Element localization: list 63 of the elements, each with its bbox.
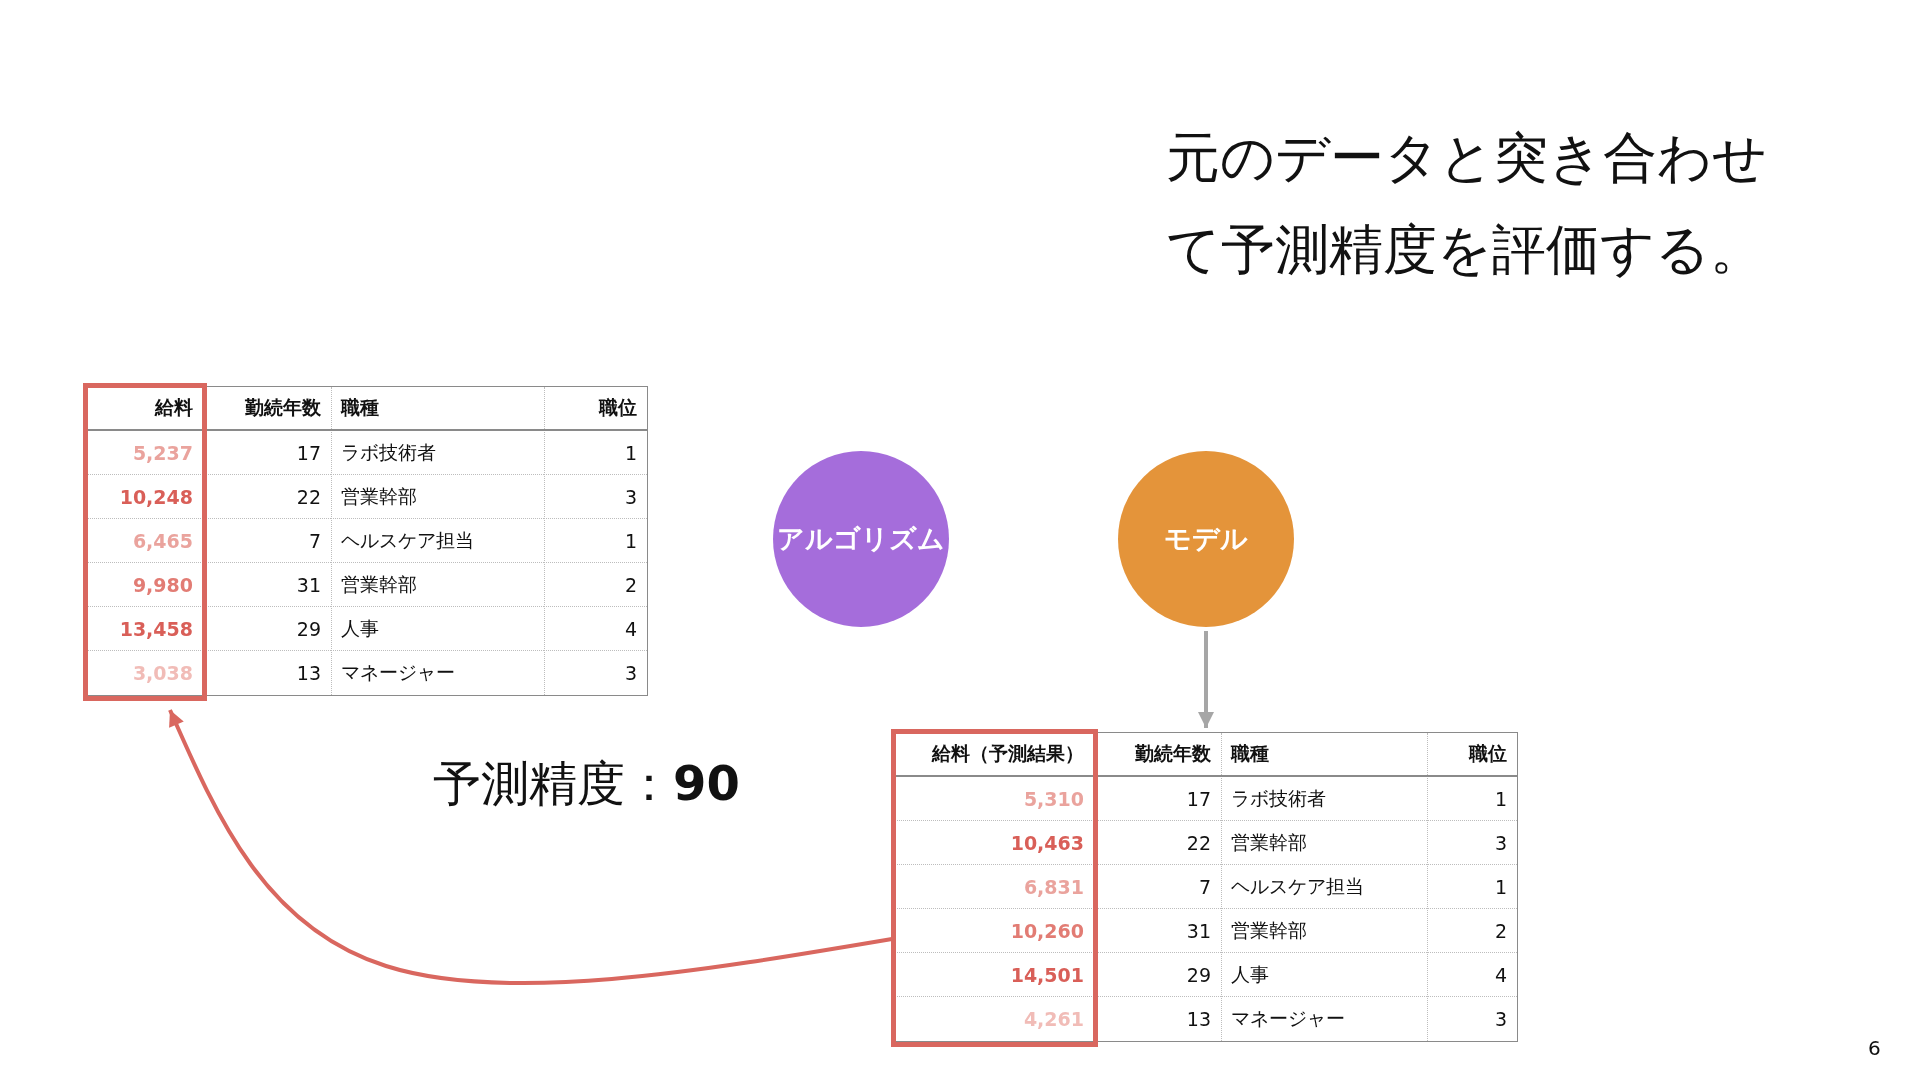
- rank-value: 1: [544, 431, 647, 475]
- page-number: 6: [1868, 1036, 1881, 1060]
- job-title: 営業幹部: [331, 563, 544, 607]
- job-title: マネージャー: [340, 660, 456, 685]
- years-value: 29: [1094, 953, 1221, 997]
- job-title: ラボ技術者: [331, 431, 544, 475]
- column-header: 勤続年数: [203, 387, 331, 431]
- years-value: 22: [1094, 821, 1221, 865]
- years-value: 22: [203, 475, 331, 519]
- salary-value: 5,237: [87, 431, 203, 475]
- salary-value: 14,501: [895, 953, 1094, 997]
- years-value: 29: [203, 607, 331, 651]
- salary-value: 5,310: [895, 777, 1094, 821]
- salary-value: 3,038: [131, 661, 194, 686]
- rank-value: 4: [1427, 953, 1517, 997]
- years-value: 31: [1094, 909, 1221, 953]
- job-title: マネージャー: [1230, 1006, 1346, 1031]
- column-header: 職位: [1427, 733, 1517, 777]
- salary-value: 10,248: [87, 475, 203, 519]
- job-title: 営業幹部: [1221, 909, 1427, 953]
- years-value: 31: [203, 563, 331, 607]
- salary-value: 10,463: [895, 821, 1094, 865]
- salary-value: 10,260: [895, 909, 1094, 953]
- years-value: 7: [1094, 865, 1221, 909]
- rank-value: 1: [1427, 777, 1517, 821]
- rank-value: 1: [544, 519, 647, 563]
- column-header: 給料（予測結果）: [895, 733, 1094, 777]
- salary-value: 6,465: [87, 519, 203, 563]
- job-title: ヘルスケア担当: [1221, 865, 1427, 909]
- rank-value: 3: [1427, 821, 1517, 865]
- years-value: 7: [203, 519, 331, 563]
- accuracy-label: 予測精度：90: [433, 754, 740, 813]
- salary-value: 9,980: [87, 563, 203, 607]
- rank-value: 1: [1427, 865, 1517, 909]
- years-value: 13: [1185, 1007, 1212, 1032]
- slide-title: 元のデータと突き合わせて予測精度を評価する。: [1166, 125, 1768, 283]
- salary-value: 6,831: [895, 865, 1094, 909]
- salary-value: 13,458: [87, 607, 203, 651]
- column-header: 職位: [544, 387, 647, 431]
- arrow: [168, 709, 893, 986]
- column-header: 給料: [87, 387, 203, 431]
- job-title: 人事: [331, 607, 544, 651]
- node-label: アルゴリズム: [777, 522, 945, 556]
- column-header: 職種: [331, 387, 544, 431]
- job-title: 営業幹部: [1221, 821, 1427, 865]
- rank-value: 2: [544, 563, 647, 607]
- arrow: [1198, 631, 1214, 728]
- job-title: 営業幹部: [331, 475, 544, 519]
- years-value: 13: [295, 661, 322, 686]
- rank-value: 3: [623, 661, 638, 686]
- rank-value: 3: [1493, 1007, 1508, 1032]
- column-header: 職種: [1221, 733, 1427, 777]
- rank-value: 4: [544, 607, 647, 651]
- years-value: 17: [203, 431, 331, 475]
- salary-value: 4,261: [1022, 1007, 1085, 1032]
- years-value: 17: [1094, 777, 1221, 821]
- column-header: 勤続年数: [1094, 733, 1221, 777]
- job-title: 人事: [1221, 953, 1427, 997]
- node-label: モデル: [1164, 522, 1248, 556]
- job-title: ヘルスケア担当: [331, 519, 544, 563]
- job-title: ラボ技術者: [1221, 777, 1427, 821]
- rank-value: 2: [1427, 909, 1517, 953]
- rank-value: 3: [544, 475, 647, 519]
